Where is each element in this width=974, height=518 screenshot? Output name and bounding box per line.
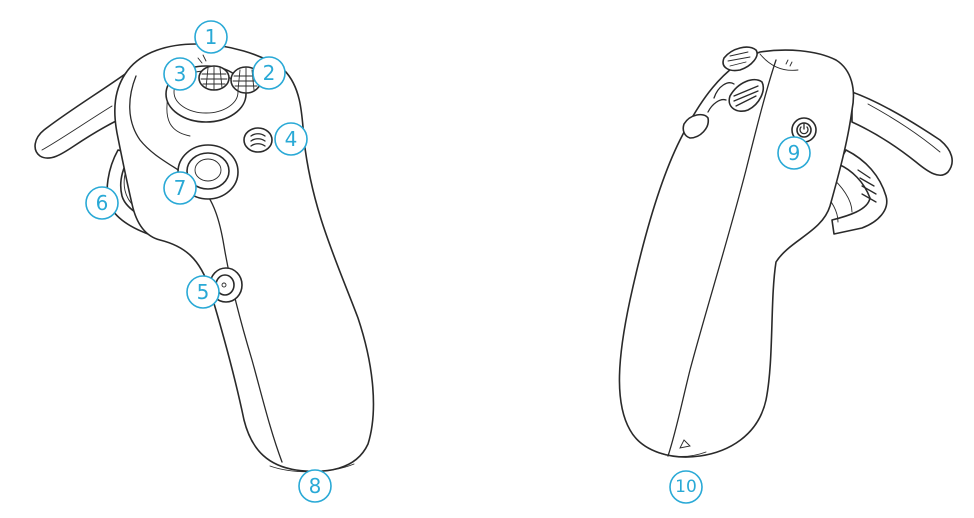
callout-9: 9 <box>777 136 811 170</box>
callout-2-label: 2 <box>263 61 276 85</box>
controller-side-view <box>618 46 953 458</box>
side-body-top-edge <box>759 53 799 71</box>
front-joystick-cap <box>186 152 230 190</box>
callout-1-label: 1 <box>205 25 218 49</box>
side-rear-button <box>682 113 710 139</box>
side-grip-texture <box>857 169 877 203</box>
front-trigger <box>34 71 129 159</box>
callout-2: 2 <box>252 56 286 90</box>
side-top-wheel-texture <box>727 51 751 67</box>
callout-6-label: 6 <box>96 191 109 215</box>
side-usb-port <box>679 439 691 449</box>
side-power-button <box>796 122 812 138</box>
front-joystick-center <box>194 158 222 182</box>
front-trigger-inner-edge <box>41 105 113 151</box>
callout-3-label: 3 <box>174 62 187 86</box>
callout-5: 5 <box>186 275 220 309</box>
front-button-5-dot <box>221 282 227 288</box>
callout-6: 6 <box>85 186 119 220</box>
callout-4: 4 <box>274 122 308 156</box>
side-trigger <box>851 91 953 177</box>
side-grip-guard <box>831 149 888 235</box>
side-scroll-wheel-texture <box>733 85 759 107</box>
side-body-bottom-seam <box>655 451 707 457</box>
side-top-marks <box>785 59 793 67</box>
side-top-bumps <box>707 82 735 113</box>
callout-5-label: 5 <box>197 280 210 304</box>
side-body-contour <box>667 59 777 457</box>
callout-4-label: 4 <box>285 127 298 151</box>
callout-8: 8 <box>298 469 332 503</box>
front-dial-knurl-texture <box>200 66 228 91</box>
callout-7: 7 <box>163 171 197 205</box>
power-icon <box>799 123 809 135</box>
callout-3: 3 <box>163 57 197 91</box>
callout-8-label: 8 <box>309 474 322 498</box>
front-button-4-glyph <box>250 133 266 147</box>
side-trigger-edge <box>867 103 941 153</box>
front-body <box>114 43 375 473</box>
callout-9-label: 9 <box>788 141 801 165</box>
callout-10: 10 <box>669 470 703 504</box>
callout-1: 1 <box>194 20 228 54</box>
callout-10-label: 10 <box>675 477 697 497</box>
controller-front-view <box>34 43 375 473</box>
front-dial-marker <box>197 54 207 64</box>
front-body-contour <box>129 75 283 463</box>
callout-7-label: 7 <box>174 176 187 200</box>
front-side-wheel-texture <box>232 67 260 93</box>
front-button-4 <box>243 127 273 153</box>
